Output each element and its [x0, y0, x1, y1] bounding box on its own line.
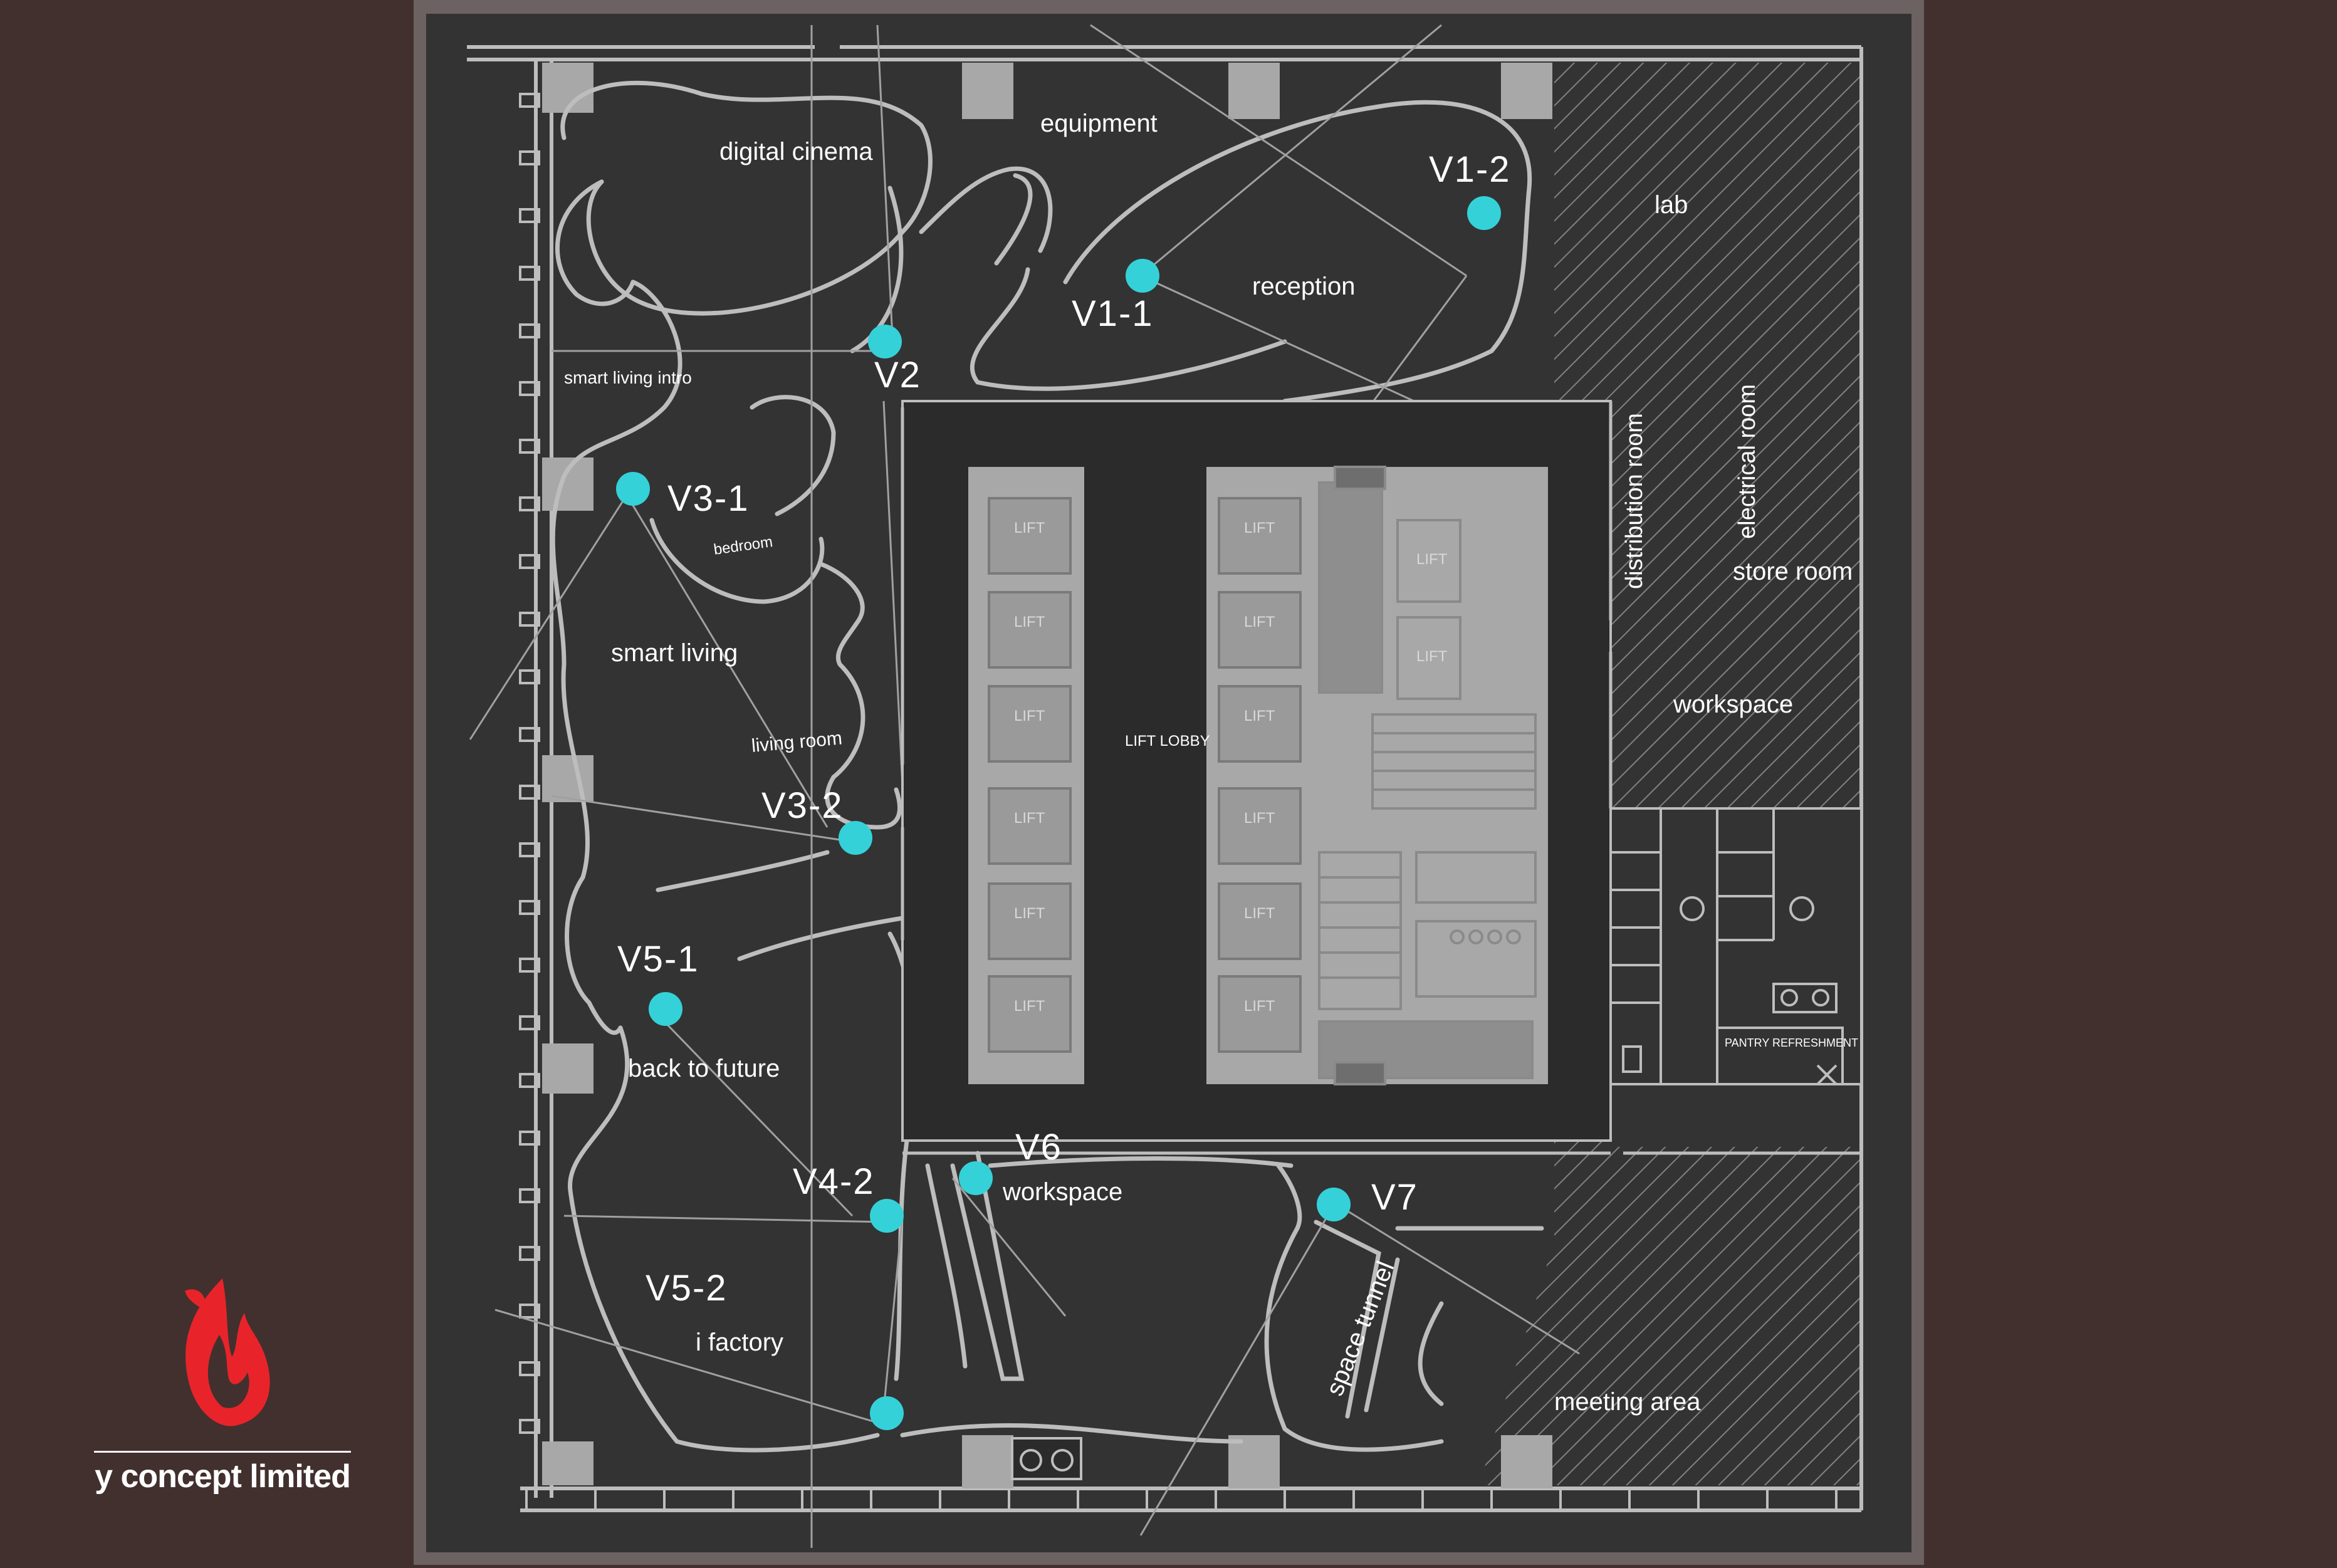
exhibit-walls [550, 80, 1544, 1453]
viewpoint-label: V1-1 [1072, 293, 1154, 334]
zone-label: workspace [1673, 691, 1793, 718]
window-mullions [519, 93, 540, 1434]
washroom-block [1609, 807, 1863, 1085]
zone-label: smart living [611, 639, 738, 667]
viewpoint-label: V2 [874, 355, 921, 395]
viewpoint-marker[interactable] [1467, 196, 1501, 230]
lift-label: LIFT [1244, 520, 1275, 536]
viewpoint-label: V3-2 [761, 785, 844, 826]
viewpoint-label: V6 [1015, 1127, 1062, 1168]
viewpoint-label: V5-2 [646, 1268, 728, 1309]
viewpoint-marker[interactable] [870, 1396, 904, 1430]
brand: y concept limited [88, 1266, 357, 1495]
zone-label: lab [1655, 191, 1688, 219]
structural-columns [542, 63, 1552, 1488]
viewpoint-marker[interactable] [649, 992, 682, 1026]
lift-label: LIFT [1244, 708, 1275, 724]
lift-cells: LIFT LIFT LIFT LIFT LIFT LIFT LIFT LIFT LIFT LIFT… [988, 497, 1448, 1053]
zone-label: electrical room [1734, 384, 1760, 539]
lift-label: LIFT [1014, 810, 1045, 827]
lift-label: LIFT [1416, 648, 1448, 665]
viewpoint-label: V1-2 [1429, 149, 1511, 190]
zone-label: LIFT LOBBY [1125, 733, 1210, 750]
lift-label: LIFT [1244, 998, 1275, 1015]
viewpoint-marker[interactable] [868, 325, 902, 358]
lift-label: LIFT [1014, 905, 1045, 922]
zone-label: PANTRY REFRESHMENT [1725, 1037, 1858, 1049]
viewpoint-label: V4-2 [793, 1161, 875, 1202]
zone-label: digital cinema [719, 138, 873, 165]
brand-name: y concept limited [95, 1458, 351, 1495]
lift-label: LIFT [1244, 614, 1275, 630]
lift-label: LIFT [1244, 810, 1275, 827]
flame-logo-icon [185, 1278, 270, 1426]
core-details [1318, 466, 1537, 1085]
lift-label: LIFT [1416, 551, 1448, 568]
window-mullions [525, 1488, 1838, 1510]
viewpoint-marker[interactable] [1317, 1188, 1351, 1221]
viewpoint-marker[interactable] [870, 1199, 904, 1233]
zone-label: meeting area [1554, 1388, 1701, 1416]
viewpoint-label: V7 [1371, 1177, 1418, 1218]
viewpoint-marker[interactable] [1126, 259, 1159, 293]
viewpoint-marker[interactable] [616, 472, 650, 506]
bottom-bench [1011, 1437, 1082, 1480]
viewpoint-label: V3-1 [667, 478, 750, 519]
lift-label: LIFT [1014, 998, 1045, 1015]
lift-label: LIFT [1244, 905, 1275, 922]
zone-label: equipment [1040, 110, 1158, 137]
zone-label: smart living intro [564, 368, 692, 387]
zone-label: workspace [1002, 1178, 1122, 1206]
zone-label: distribution room [1621, 413, 1648, 589]
zone-label: reception [1252, 273, 1356, 300]
zone-label: store room [1733, 558, 1853, 585]
viewpoint-marker[interactable] [959, 1161, 993, 1195]
zone-label: back to future [628, 1055, 780, 1082]
lift-label: LIFT [1014, 520, 1045, 536]
viewpoint-label: V5-1 [617, 939, 699, 980]
sight-lines [469, 24, 1580, 1548]
lift-label: LIFT [1014, 708, 1045, 724]
zone-label: i factory [696, 1329, 783, 1356]
outer-walls [467, 45, 1863, 1512]
viewpoint-marker[interactable] [839, 821, 872, 855]
brand-rule [94, 1451, 351, 1453]
lift-label: LIFT [1014, 614, 1045, 630]
partition-walls [901, 401, 1861, 1155]
